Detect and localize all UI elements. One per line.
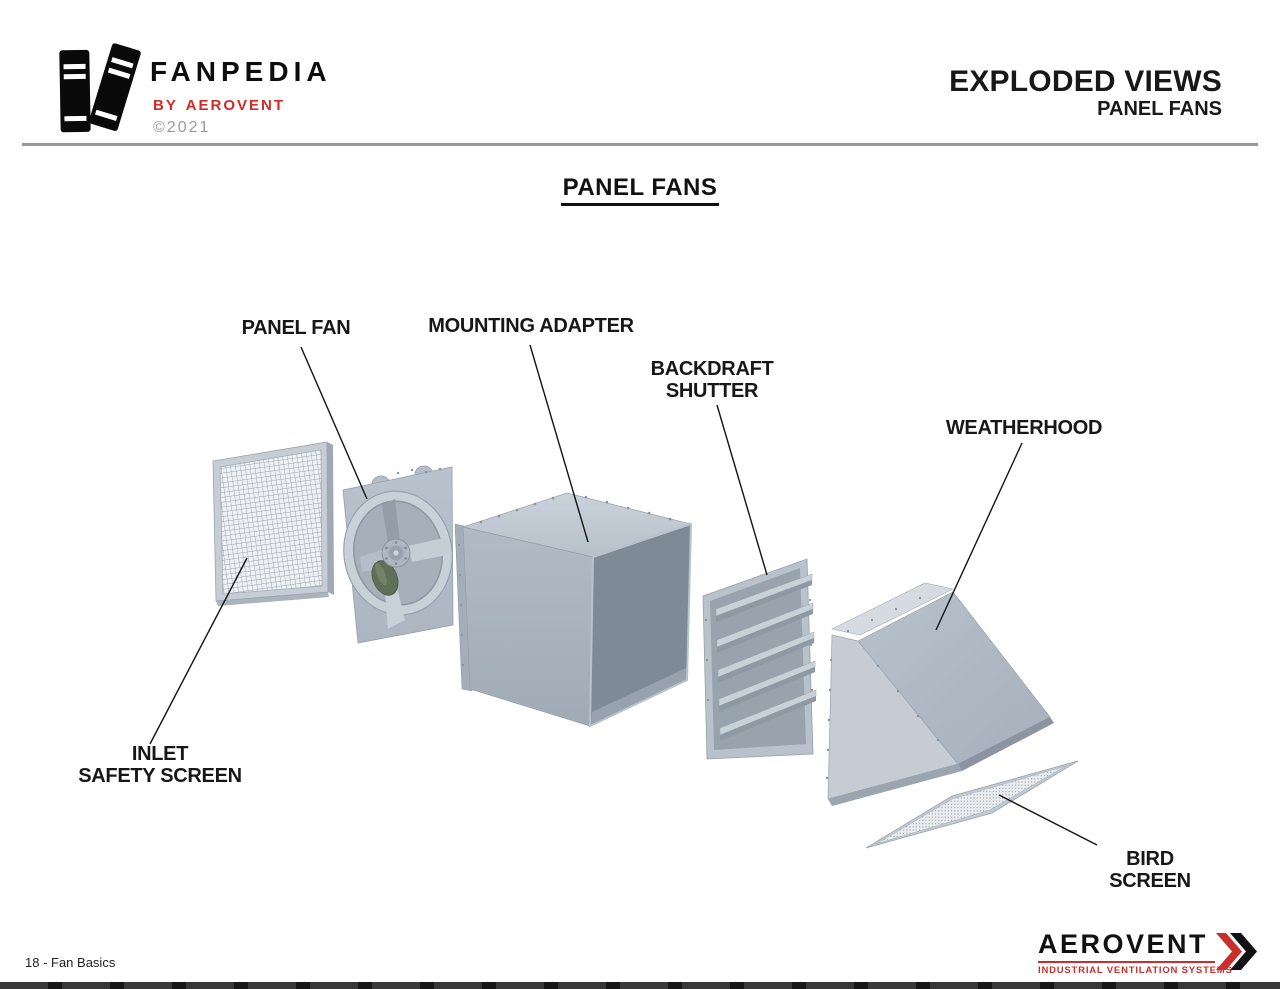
leader-line-panel-fan xyxy=(300,346,368,500)
header-subtitle: PANEL FANS xyxy=(1097,97,1222,120)
bird-screen-graphic xyxy=(865,760,1079,849)
mounting-adapter-graphic xyxy=(454,492,693,728)
aerovent-logo: AEROVENT INDUSTRIAL VENTILATION SYSTEMS xyxy=(1038,931,1256,976)
copyright: ©2021 xyxy=(153,119,211,136)
page-bottom-edge xyxy=(0,982,1280,989)
aerovent-logo-rule xyxy=(1038,961,1215,963)
header-divider xyxy=(22,143,1258,146)
leader-line-weatherhood xyxy=(935,442,1023,631)
aerovent-tagline: INDUSTRIAL VENTILATION SYSTEMS xyxy=(1038,965,1233,976)
leader-lines xyxy=(149,344,1098,846)
leader-line-bird-screen xyxy=(998,794,1098,846)
books-icon xyxy=(59,43,141,133)
inlet-safety-screen-graphic xyxy=(212,441,334,606)
header-title-block: EXPLODED VIEWS PANEL FANS xyxy=(949,66,1222,120)
label-weatherhood: WEATHERHOOD xyxy=(945,417,1103,439)
label-bird-screen: BIRD SCREEN xyxy=(1109,848,1191,892)
label-backdraft-shutter: BACKDRAFT SHUTTER xyxy=(650,358,774,402)
leader-line-mounting-adapter xyxy=(529,344,589,543)
header-title: EXPLODED VIEWS xyxy=(949,65,1222,98)
leader-line-inlet-safety-screen xyxy=(149,557,248,745)
label-panel-fan: PANEL FAN xyxy=(241,317,351,339)
page-number-label: 18 - Fan Basics xyxy=(25,955,116,970)
page-title: PANEL FANS xyxy=(560,174,720,206)
weatherhood-graphic xyxy=(825,582,1054,806)
brand-byline: by Aerovent xyxy=(153,92,286,115)
label-inlet-safety-screen: INLET SAFETY SCREEN xyxy=(78,743,242,787)
leader-line-backdraft-shutter xyxy=(716,404,768,576)
brand-block: FanPedia by Aerovent ©2021 xyxy=(150,48,332,137)
panel-fan-graphic xyxy=(342,465,454,644)
backdraft-shutter-graphic xyxy=(702,558,817,760)
label-mounting-adapter: MOUNTING ADAPTER xyxy=(428,315,634,337)
brand-name: FanPedia xyxy=(150,46,332,90)
aerovent-logo-text: AEROVENT xyxy=(1038,929,1209,959)
chevrons-icon xyxy=(1216,933,1257,970)
